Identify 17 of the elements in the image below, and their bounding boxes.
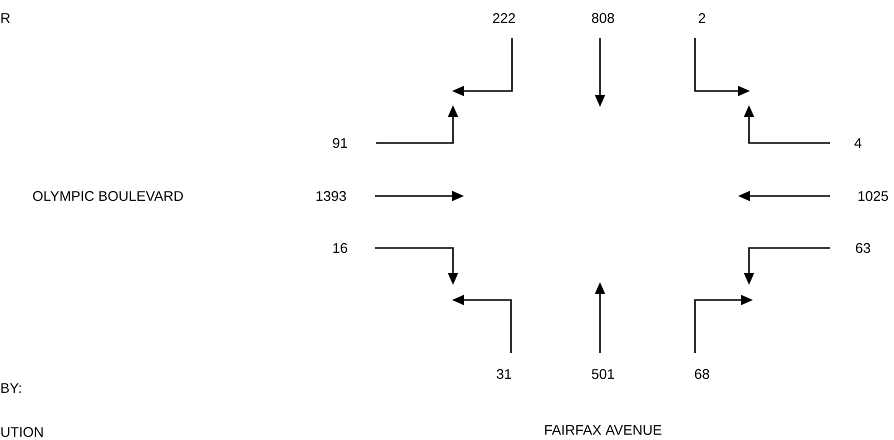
street-name: FAIRFAX AVENUE [545,425,662,435]
note-text: UTION [1,427,43,437]
count-label: 2 [698,13,706,23]
count-label: 4 [854,138,862,148]
count-label: 91 [332,138,348,148]
count-label: 1025 [858,191,888,201]
note-text: R [1,13,10,23]
count-label: 222 [493,13,515,23]
count-label: 808 [592,13,614,23]
count-label: 31 [496,369,512,379]
count-label: 68 [694,369,710,379]
note-text: BY: [1,383,21,393]
count-label: 1393 [316,191,346,201]
street-name: OLYMPIC BOULEVARD [33,191,183,201]
count-label: 63 [856,243,870,253]
count-label: 16 [333,243,348,253]
count-label: 501 [592,369,614,379]
